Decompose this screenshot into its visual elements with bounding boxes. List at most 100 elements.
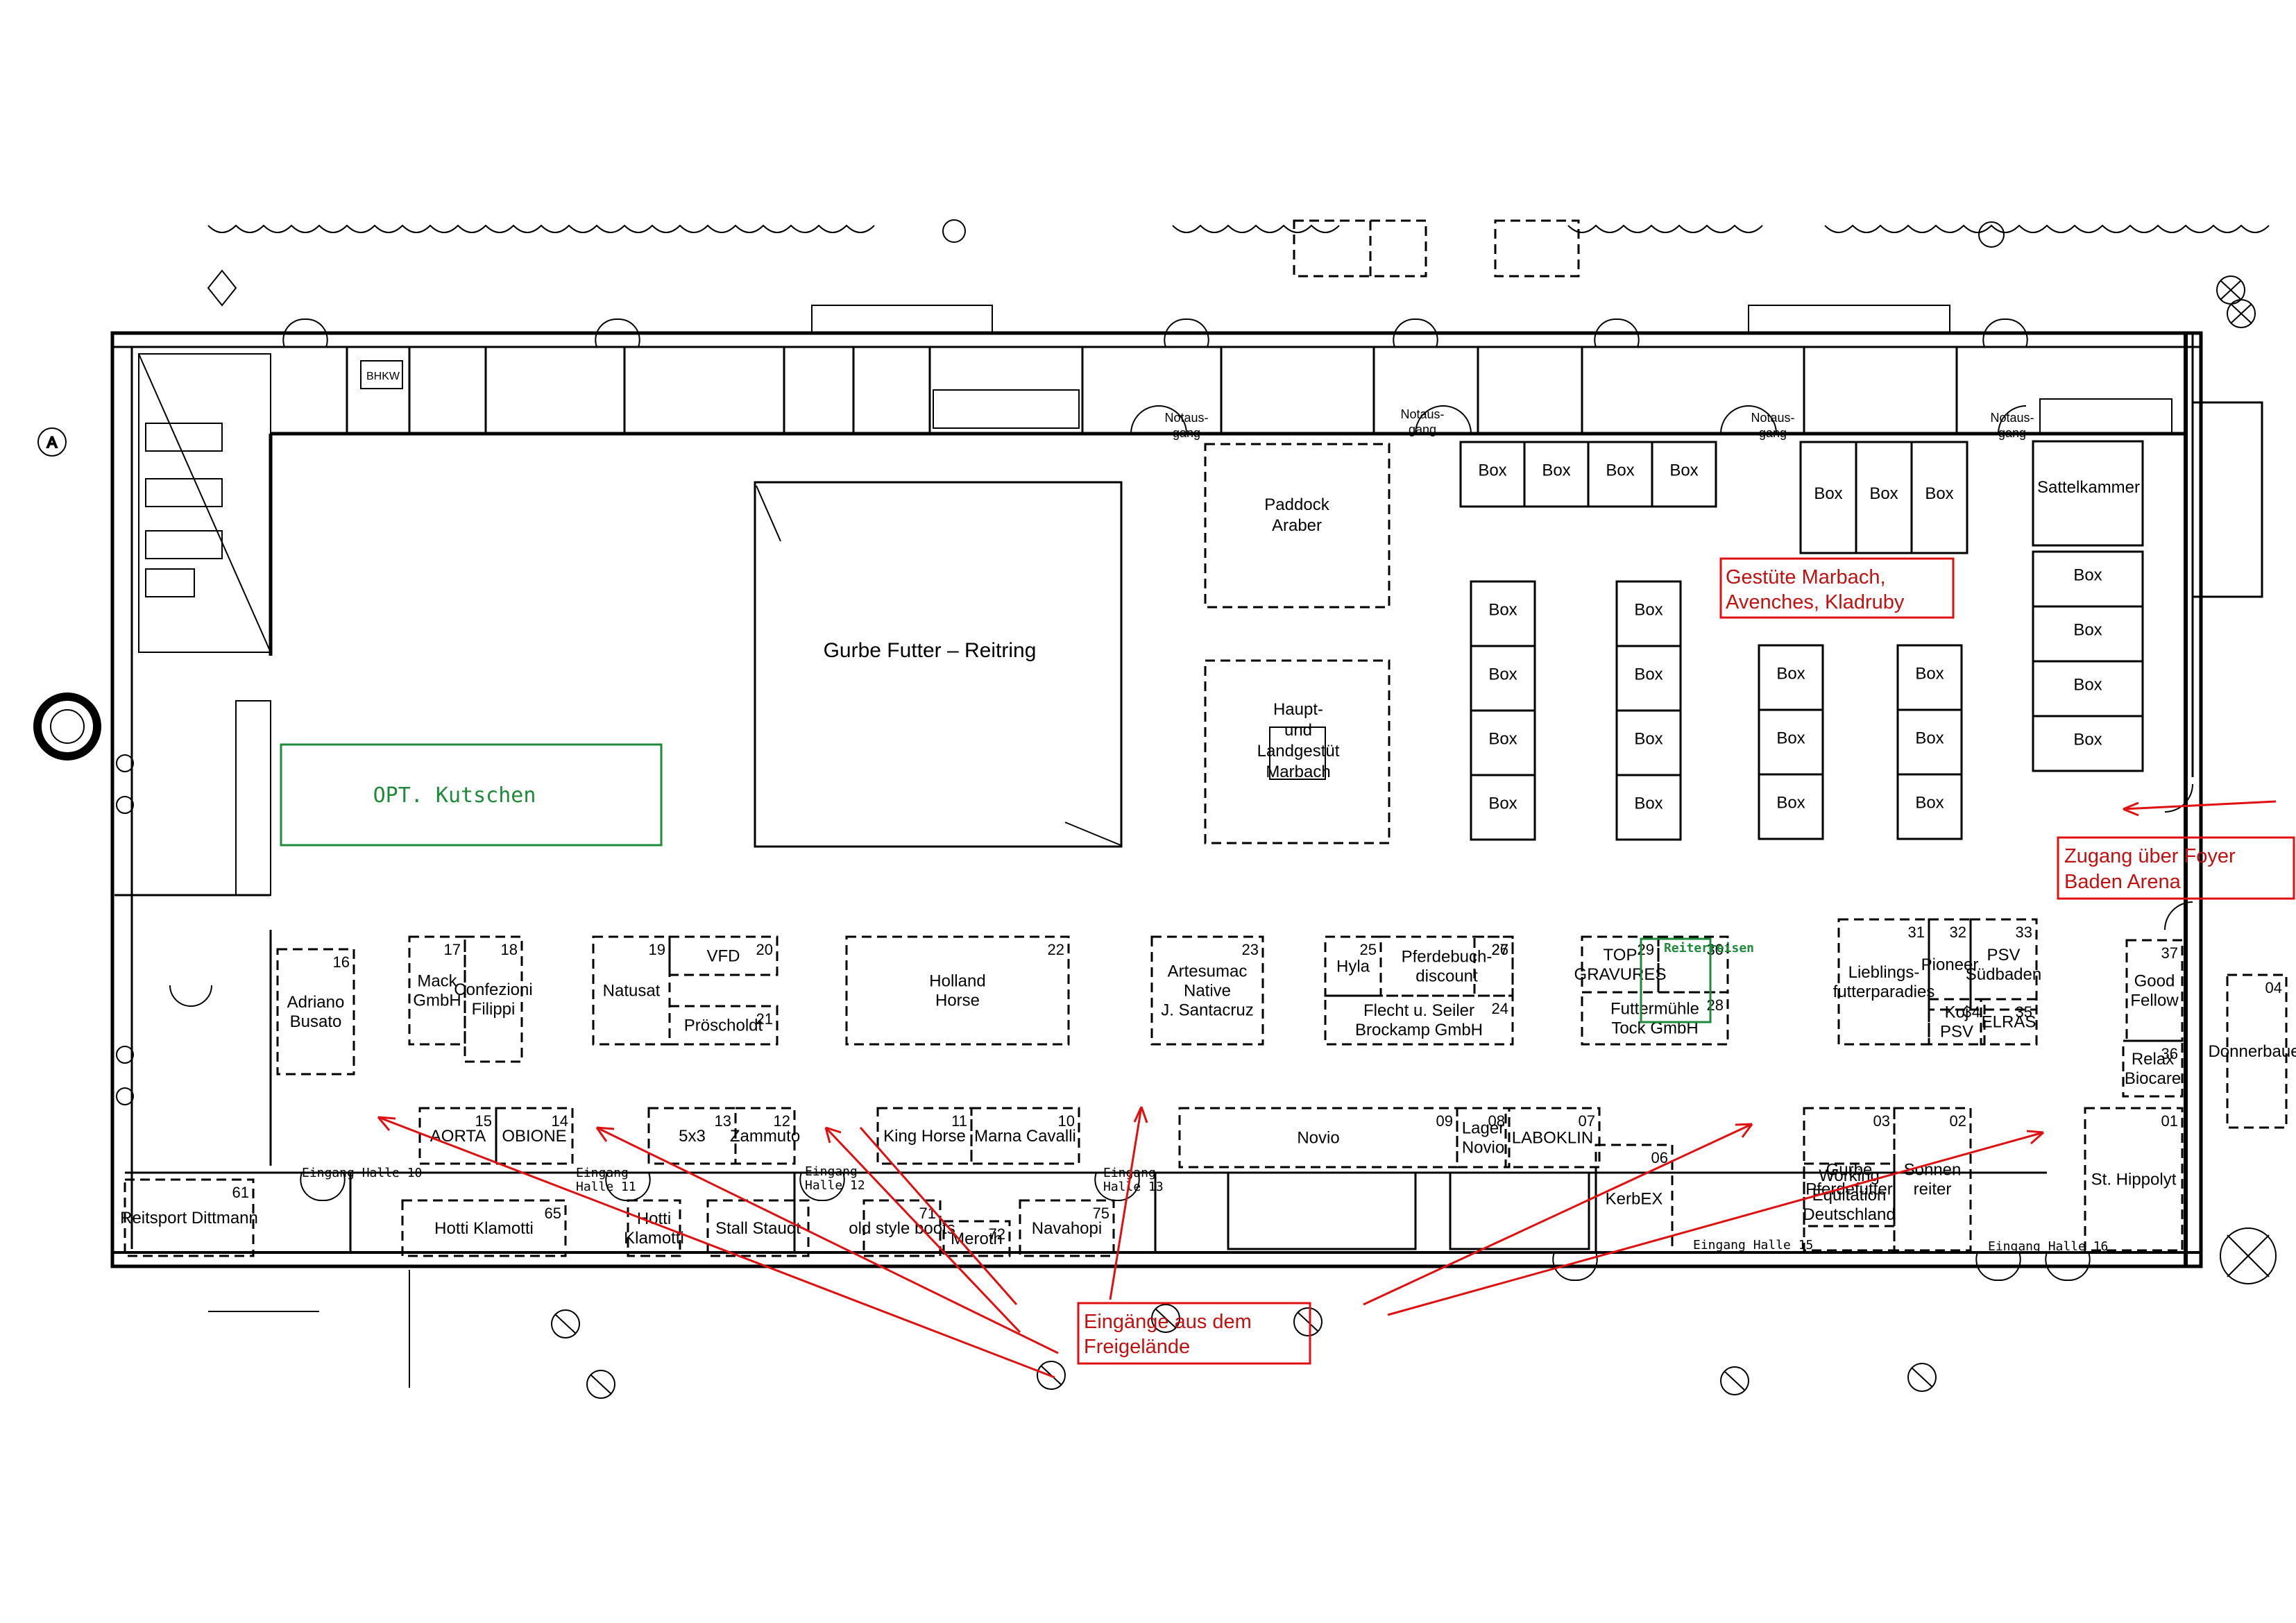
box-label: Box [1915, 665, 1944, 683]
stable-box: Box [1615, 580, 1682, 647]
paddock-label-2: Araber [1272, 516, 1322, 535]
svg-text:Haupt-: Haupt- [1273, 700, 1323, 719]
callout-eingaenge-line2: Freigelände [1084, 1336, 1190, 1358]
stand-number: 14 [552, 1112, 568, 1130]
svg-text:Halle 13: Halle 13 [1103, 1180, 1164, 1194]
tree-row-top [207, 219, 2270, 328]
stable-box: Box [1470, 709, 1536, 776]
stable-box: Box [1523, 441, 1590, 508]
stand-name: Equitation [1812, 1186, 1887, 1205]
stand-name: GRAVURES [1574, 965, 1667, 984]
emergency-exits: Notaus- gang Notaus- gang Notaus- gang N… [1164, 407, 2034, 440]
stable-box: Box [1459, 441, 1526, 508]
stand-number: 65 [545, 1205, 561, 1222]
stand-name: Relax [2132, 1050, 2174, 1069]
stand-name: Filippi [472, 1000, 516, 1019]
exhibitor-stands: 16AdrianoBusato17MackGmbH18ConfezioniFil… [120, 918, 2296, 1257]
box-label: Box [1869, 484, 1898, 503]
reitring-arena: Gurbe Futter – Reitring [754, 481, 1123, 848]
svg-text:Halle 11: Halle 11 [576, 1180, 636, 1194]
stable-box: Box [1896, 708, 1963, 776]
svg-text:Notaus-: Notaus- [1164, 411, 1208, 425]
stand-number: 27 [1492, 941, 1508, 958]
stand-name: Reitsport Dittmann [120, 1209, 258, 1227]
paddock-araber: Paddock Araber [1204, 443, 1391, 609]
stand-name: old style boots [849, 1219, 955, 1238]
stand-name: GmbH [413, 992, 461, 1010]
stand-name: Mack [417, 972, 457, 991]
box-label: Box [1634, 794, 1663, 813]
box-label: Box [1634, 730, 1663, 749]
stand-name: PSV [1987, 946, 2020, 965]
stand-name: Hyla [1336, 958, 1370, 976]
stand-name: Holland [929, 972, 985, 991]
box-label: Box [1776, 665, 1805, 683]
box-label: Box [1634, 601, 1663, 620]
stand-number: 09 [1436, 1112, 1453, 1130]
stand-number: 16 [333, 953, 350, 971]
stand-name: Marna Cavalli [974, 1127, 1076, 1146]
sattelkammer: Sattelkammer [2032, 440, 2144, 547]
svg-text:Notaus-: Notaus- [1400, 407, 1444, 421]
box-label: Box [1915, 794, 1944, 813]
stand-name: Working [1819, 1166, 1880, 1185]
kutschen-area: OPT. Kutschen [280, 743, 663, 847]
box-label: Box [1606, 461, 1634, 480]
stand-name: Pferdebuch- [1402, 948, 1493, 967]
stand-number: 72 [989, 1225, 1005, 1243]
stand-name: Hotti Klamotti [434, 1219, 534, 1238]
box-label: Box [1814, 484, 1842, 503]
stable-box: Box [2032, 550, 2144, 608]
box-label: Box [2073, 676, 2102, 695]
left-markers: A [33, 269, 237, 1105]
stand-name: Adriano [287, 993, 345, 1012]
stable-box: Box [1896, 773, 1963, 840]
callout-gestuete-line2: Avenches, Kladruby [1726, 591, 1905, 613]
stand-number: 24 [1492, 1000, 1508, 1017]
stand-name: KerbEX [1606, 1190, 1663, 1209]
stand-number: 29 [1638, 941, 1654, 958]
stand-number: 61 [232, 1184, 249, 1201]
stand-name: Donnerbauer [2208, 1042, 2296, 1061]
box-label: Box [1669, 461, 1698, 480]
stand-name: futterparadies [1833, 983, 1935, 1001]
stand-name: Flecht u. Seiler [1363, 1001, 1474, 1020]
box-label: Box [1925, 484, 1953, 503]
tree-row-bottom [208, 1227, 2277, 1399]
svg-text:BHKW: BHKW [366, 371, 400, 382]
stand-name: reiter [1914, 1180, 1952, 1199]
svg-text:Landgestüt: Landgestüt [1257, 742, 1340, 760]
stand-name: Natusat [603, 982, 661, 1001]
stand-name: Pioneer [1921, 955, 1979, 974]
stand-name: ELRAS [1982, 1013, 2036, 1032]
stand-number: 11 [951, 1112, 967, 1130]
stand-number: 32 [1950, 924, 1966, 941]
stand-number: 18 [501, 941, 518, 958]
svg-text:A: A [47, 434, 58, 451]
stable-box: Box [1470, 645, 1536, 712]
stand-27: 27 [1473, 935, 1514, 997]
stand-number: 28 [1707, 996, 1724, 1014]
stand-number: 04 [2265, 979, 2282, 996]
stand-number: 20 [756, 941, 773, 958]
stand-name: Südbaden [1966, 965, 2041, 984]
svg-text:gang: gang [1409, 423, 1436, 436]
stand-number: 01 [2161, 1112, 2178, 1130]
